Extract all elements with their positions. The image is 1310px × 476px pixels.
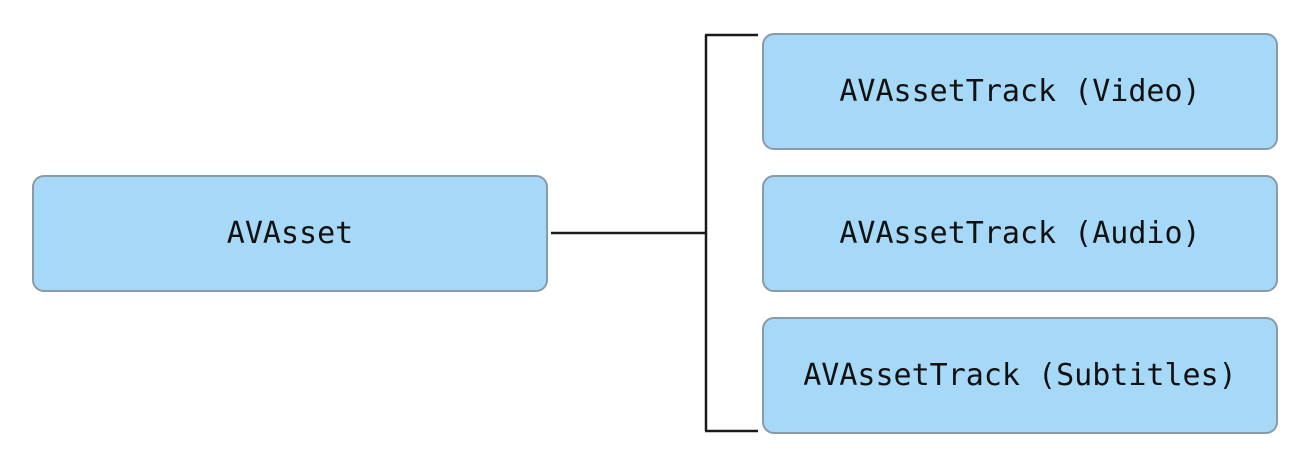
audio-track-node: AVAssetTrack (Audio): [762, 175, 1278, 292]
avasset-label: AVAsset: [226, 216, 354, 251]
audio-track-label: AVAssetTrack (Audio): [839, 216, 1201, 251]
subtitles-track-node: AVAssetTrack (Subtitles): [762, 317, 1278, 434]
video-track-node: AVAssetTrack (Video): [762, 33, 1278, 150]
avasset-node: AVAsset: [32, 175, 548, 292]
video-track-label: AVAssetTrack (Video): [839, 74, 1201, 109]
subtitles-track-label: AVAssetTrack (Subtitles): [803, 358, 1237, 393]
